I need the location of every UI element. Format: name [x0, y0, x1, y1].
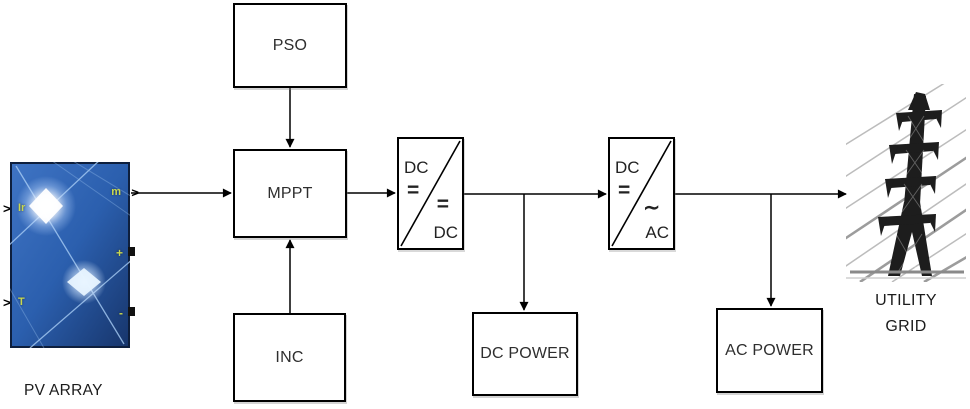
- utility-grid-caption: UTILITY GRID: [850, 288, 962, 339]
- pv-panel-image: [10, 162, 130, 348]
- dc-symbol-icon: =: [436, 193, 449, 216]
- pv-array-caption: PV ARRAY: [24, 382, 103, 399]
- dc-dc-converter-block: DC = = DC: [397, 137, 464, 250]
- inc-label: INC: [275, 348, 304, 366]
- dcac-output-label: AC: [645, 223, 669, 242]
- ac-sine-symbol-icon: ∼: [643, 197, 660, 219]
- output-port-chevron-m: >: [131, 185, 139, 200]
- port-label-t: T: [18, 296, 25, 308]
- port-square-minus: [128, 307, 135, 316]
- transmission-tower-icon: [846, 84, 966, 282]
- converter-diagonal: [611, 140, 672, 247]
- port-square-plus: [128, 247, 135, 256]
- port-label-plus: +: [115, 246, 123, 260]
- utility-grid-image: [846, 84, 966, 282]
- dcac-input-label: DC: [615, 158, 640, 177]
- port-label-minus: -: [119, 306, 123, 320]
- pso-label: PSO: [272, 36, 308, 54]
- pso-block: PSO: [233, 3, 347, 88]
- dc-symbol-icon: =: [407, 179, 420, 202]
- mppt-block: MPPT: [233, 149, 347, 238]
- dcdc-output-label: DC: [433, 223, 458, 242]
- inc-block: INC: [233, 313, 346, 402]
- pv-array-block: > Ir > T m > + -: [3, 162, 139, 348]
- mppt-label: MPPT: [267, 184, 313, 202]
- dc-power-block: DC POWER: [472, 312, 578, 396]
- ac-power-label: AC POWER: [725, 341, 814, 359]
- port-label-m: m: [111, 186, 121, 198]
- input-port-chevron-t: >: [3, 295, 11, 310]
- dc-symbol-icon: =: [618, 179, 631, 202]
- dc-power-label: DC POWER: [480, 345, 570, 362]
- converter-diagonal: [400, 140, 461, 247]
- utility-grid-caption-line1: UTILITY: [875, 292, 937, 309]
- input-port-chevron-ir: >: [3, 201, 11, 216]
- dcdc-input-label: DC: [404, 158, 429, 177]
- port-label-ir: Ir: [18, 202, 26, 214]
- ac-power-block: AC POWER: [716, 308, 823, 393]
- utility-grid-caption-line2: GRID: [885, 317, 927, 335]
- dc-ac-inverter-block: DC = ∼ AC: [608, 137, 675, 250]
